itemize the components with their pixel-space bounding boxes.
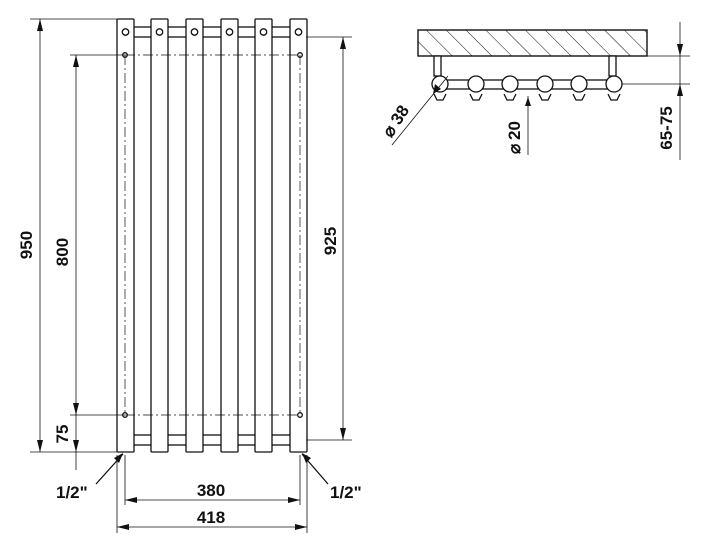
dimension-800-label: 800 bbox=[53, 238, 72, 266]
side-tube-2 bbox=[467, 75, 485, 93]
dimension-75-label: 75 bbox=[53, 425, 72, 444]
wall-brackets bbox=[433, 55, 617, 77]
connection-left: 1/2" bbox=[56, 453, 124, 502]
dimension-380: 380 bbox=[125, 481, 300, 503]
tube-4 bbox=[220, 18, 239, 453]
dimension-diameter-38: ⌀ 38 bbox=[379, 75, 449, 146]
dimension-800: 800 bbox=[53, 55, 79, 415]
dimension-65-75: 65-75 bbox=[622, 22, 690, 160]
dimension-418: 418 bbox=[117, 508, 307, 530]
dimension-925: 925 bbox=[321, 37, 346, 440]
side-tube-3 bbox=[501, 75, 519, 93]
wall-section bbox=[417, 29, 648, 57]
side-tube-6 bbox=[605, 75, 623, 93]
dimension-65-75-label: 65-75 bbox=[657, 106, 676, 149]
bottom-collector bbox=[117, 434, 307, 446]
dimension-diameter-20: ⌀ 20 bbox=[505, 96, 531, 155]
diameter-20-symbol: ⌀ bbox=[505, 143, 524, 154]
connection-right-label: 1/2" bbox=[330, 483, 362, 502]
top-collector bbox=[117, 26, 307, 38]
tube-1 bbox=[116, 18, 135, 453]
tube-5 bbox=[254, 18, 273, 453]
dimension-75: 75 bbox=[53, 415, 79, 470]
extension-lines bbox=[30, 18, 352, 533]
radiator-tubes bbox=[116, 18, 308, 453]
front-view: 950 800 75 925 380 bbox=[17, 18, 362, 533]
dimension-380-label: 380 bbox=[197, 481, 225, 500]
tube-6 bbox=[289, 18, 308, 453]
tube-3 bbox=[185, 18, 204, 453]
side-tube-5 bbox=[570, 75, 588, 93]
mounting-axis-rectangle bbox=[122, 52, 303, 418]
connection-left-label: 1/2" bbox=[56, 483, 88, 502]
dimension-925-label: 925 bbox=[321, 227, 340, 255]
side-tube-4 bbox=[536, 75, 554, 93]
header-holes bbox=[121, 28, 303, 36]
connection-right: 1/2" bbox=[301, 453, 362, 502]
side-tubes bbox=[431, 75, 623, 101]
side-view: ⌀ 38 ⌀ 20 65-75 bbox=[379, 22, 690, 160]
tube-2 bbox=[150, 18, 169, 453]
dimension-418-label: 418 bbox=[197, 508, 225, 527]
dimension-950-label: 950 bbox=[17, 231, 36, 259]
dimension-950: 950 bbox=[17, 19, 43, 452]
diameter-20-label: 20 bbox=[505, 121, 524, 140]
